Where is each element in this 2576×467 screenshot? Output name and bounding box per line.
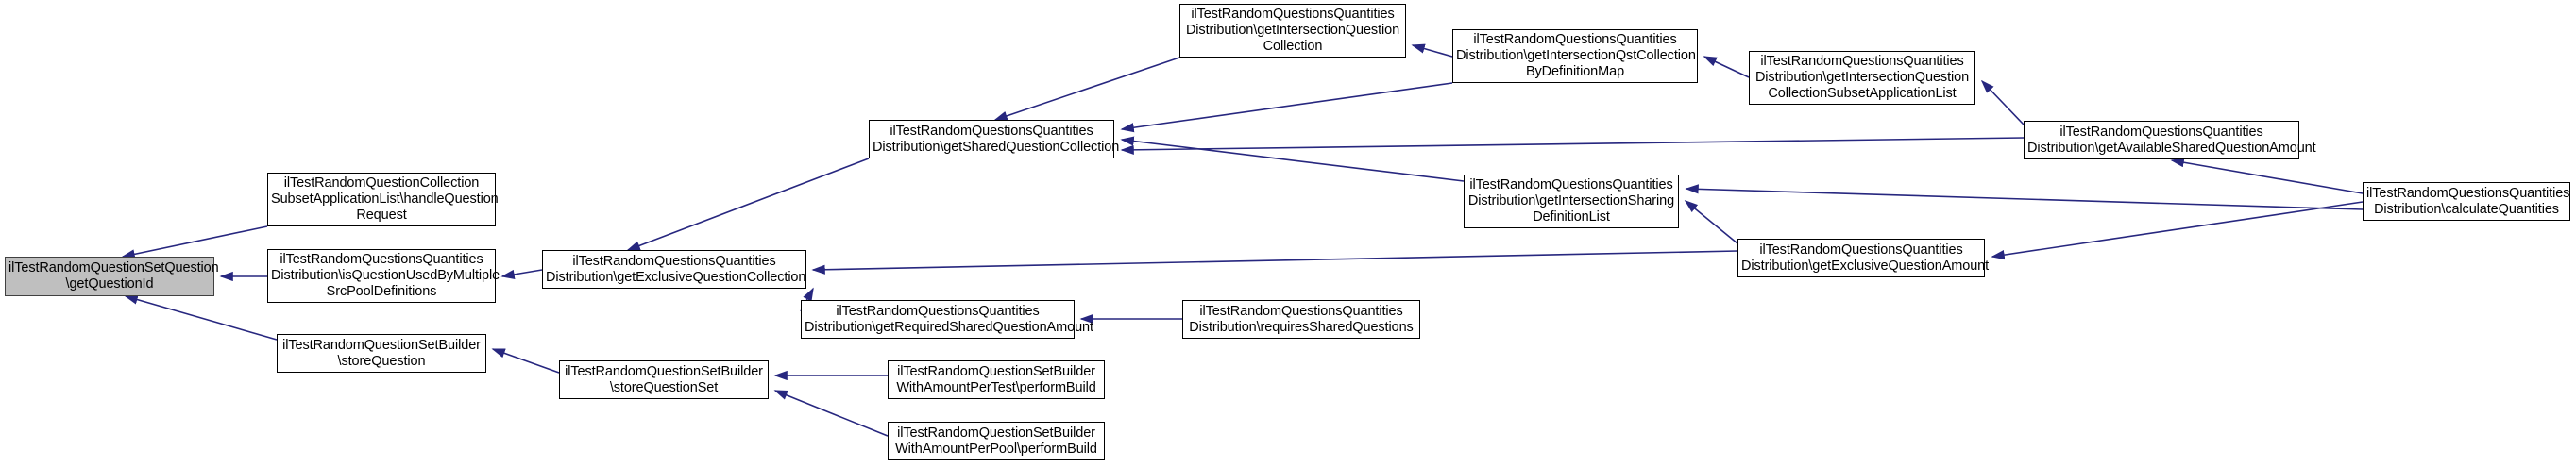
graph-edge bbox=[1411, 43, 1453, 58]
graph-node[interactable]: ilTestRandomQuestionsQuantities Distribu… bbox=[1452, 29, 1698, 83]
graph-node-label: ilTestRandomQuestionSetBuilder \storeQue… bbox=[282, 337, 481, 369]
graph-node[interactable]: ilTestRandomQuestionsQuantities Distribu… bbox=[1179, 4, 1406, 58]
graph-edge bbox=[500, 269, 543, 279]
graph-node-label: ilTestRandomQuestionSetBuilder \storeQue… bbox=[565, 363, 763, 395]
graph-node-label: ilTestRandomQuestionCollection SubsetApp… bbox=[271, 175, 499, 223]
graph-node[interactable]: ilTestRandomQuestionSetBuilder WithAmoun… bbox=[888, 422, 1105, 460]
graph-node-label: ilTestRandomQuestionsQuantities Distribu… bbox=[1185, 7, 1400, 54]
graph-node-label: ilTestRandomQuestionSetQuestion \getQues… bbox=[8, 260, 219, 292]
graph-node[interactable]: ilTestRandomQuestionsQuantities Distribu… bbox=[1182, 300, 1420, 339]
graph-node[interactable]: ilTestRandomQuestionsQuantities Distribu… bbox=[267, 249, 500, 303]
graph-node[interactable]: ilTestRandomQuestionsQuantities Distribu… bbox=[1464, 175, 1679, 228]
graph-node-label: ilTestRandomQuestionsQuantities Distribu… bbox=[1189, 303, 1414, 335]
graph-node-label: ilTestRandomQuestionsQuantities Distribu… bbox=[2366, 185, 2570, 217]
graph-node[interactable]: ilTestRandomQuestionSetBuilder \storeQue… bbox=[277, 334, 486, 373]
graph-edge bbox=[491, 348, 560, 374]
graph-edge bbox=[626, 158, 870, 251]
graph-edge bbox=[1120, 136, 1465, 182]
graph-edge bbox=[1980, 79, 2025, 125]
graph-node-label: ilTestRandomQuestionsQuantities Distribu… bbox=[2027, 124, 2316, 156]
graph-edge bbox=[121, 225, 268, 259]
graph-node-label: ilTestRandomQuestionsQuantities Distribu… bbox=[546, 253, 806, 285]
graph-node-label: ilTestRandomQuestionsQuantities Distribu… bbox=[271, 252, 500, 299]
graph-node-current[interactable]: ilTestRandomQuestionSetQuestion \getQues… bbox=[5, 257, 219, 296]
graph-node-label: ilTestRandomQuestionsQuantities Distribu… bbox=[873, 123, 1120, 155]
graph-node[interactable]: ilTestRandomQuestionSetBuilder \storeQue… bbox=[559, 360, 769, 399]
graph-edge bbox=[773, 390, 889, 437]
graph-node-label: ilTestRandomQuestionsQuantities Distribu… bbox=[1741, 242, 1990, 274]
graph-node[interactable]: ilTestRandomQuestionsQuantities Distribu… bbox=[801, 300, 1093, 339]
graph-node[interactable]: ilTestRandomQuestionsQuantities Distribu… bbox=[542, 250, 806, 289]
graph-edge bbox=[1684, 199, 1738, 244]
graph-node-label: ilTestRandomQuestionsQuantities Distribu… bbox=[1467, 177, 1675, 225]
graph-edge bbox=[1120, 137, 2025, 155]
graph-node-label: ilTestRandomQuestionsQuantities Distribu… bbox=[1754, 54, 1970, 101]
graph-node-label: ilTestRandomQuestionsQuantities Distribu… bbox=[805, 303, 1093, 335]
graph-node[interactable]: ilTestRandomQuestionsQuantities Distribu… bbox=[1737, 239, 1990, 277]
graph-node-label: ilTestRandomQuestionSetBuilder WithAmoun… bbox=[895, 425, 1097, 457]
graph-edge bbox=[1703, 56, 1750, 78]
graph-node-label: ilTestRandomQuestionSetBuilder WithAmoun… bbox=[896, 363, 1096, 395]
graph-node[interactable]: ilTestRandomQuestionsQuantities Distribu… bbox=[869, 120, 1120, 158]
graph-node[interactable]: ilTestRandomQuestionCollection SubsetApp… bbox=[267, 173, 499, 226]
graph-node[interactable]: ilTestRandomQuestionSetBuilder WithAmoun… bbox=[888, 360, 1105, 399]
graph-node[interactable]: ilTestRandomQuestionsQuantities Distribu… bbox=[2024, 121, 2316, 159]
graph-edge bbox=[2170, 158, 2364, 194]
graph-edge bbox=[993, 57, 1180, 121]
graph-edge bbox=[1991, 201, 2364, 260]
graph-node-label: ilTestRandomQuestionsQuantities Distribu… bbox=[1456, 32, 1696, 79]
graph-edge bbox=[811, 250, 1738, 275]
graph-node[interactable]: ilTestRandomQuestionsQuantities Distribu… bbox=[1749, 51, 1975, 105]
graph-edge bbox=[1120, 82, 1453, 133]
graph-node[interactable]: ilTestRandomQuestionsQuantities Distribu… bbox=[2363, 182, 2570, 221]
graph-edge bbox=[1685, 184, 2364, 210]
graph-edge bbox=[124, 294, 278, 341]
